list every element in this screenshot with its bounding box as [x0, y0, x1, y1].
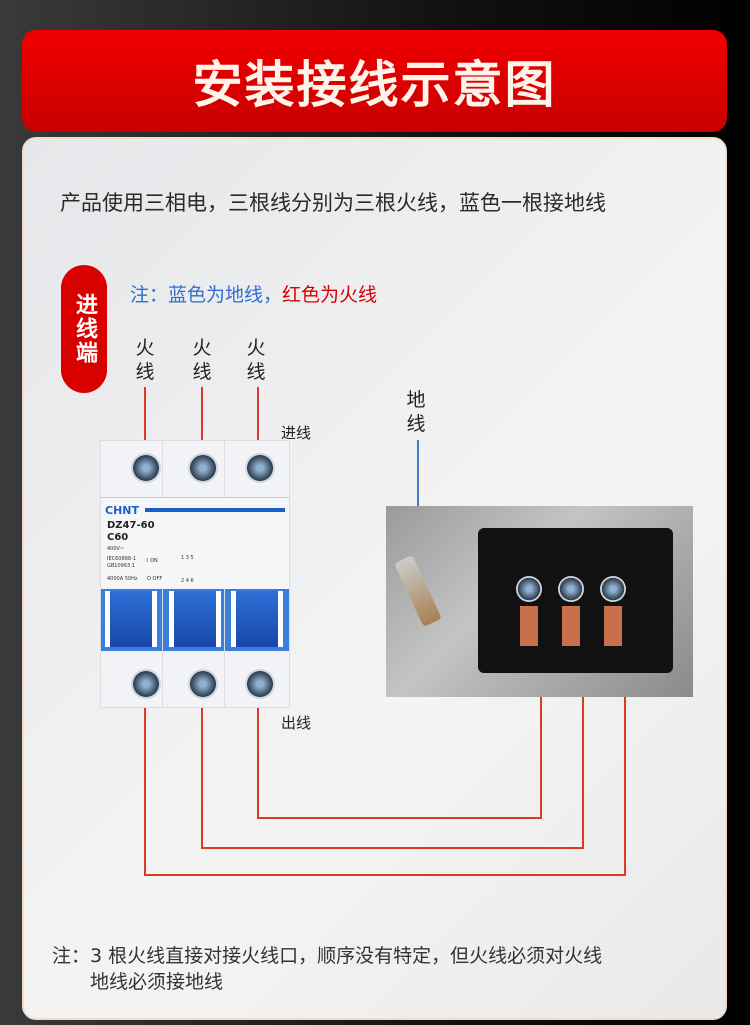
- screw-icon: [245, 453, 275, 483]
- bottom-terms: 2 4 6: [181, 578, 194, 584]
- note-prefix: 注：: [130, 284, 169, 306]
- note-red: 红色为火线: [282, 284, 378, 306]
- voltage: 400V~: [107, 546, 125, 552]
- model: DZ47-60: [107, 520, 155, 531]
- live-wire-out-2: [201, 640, 584, 849]
- footer-note: 注：3 根火线直接对接火线口，顺序没有特定，但火线必须对火线 地线必须接地线: [52, 943, 602, 995]
- terminal-block-photo: [386, 506, 693, 697]
- terminal-block: [478, 528, 673, 673]
- in-label: 进线: [281, 424, 312, 442]
- breaker-handle[interactable]: [169, 591, 221, 647]
- spec: 4000A 50Hz: [107, 576, 138, 582]
- breaker-handle[interactable]: [231, 591, 283, 647]
- brand: CHNT: [105, 504, 139, 517]
- inlet-badge: 进线端: [61, 265, 107, 393]
- live-label-2: 火线: [192, 337, 212, 383]
- live-wire-out-3: [257, 640, 542, 819]
- live-label-3: 火线: [246, 337, 266, 383]
- note-blue: 蓝色为地线，: [168, 284, 283, 306]
- ground-label: 地线: [406, 389, 426, 435]
- page-title: 安装接线示意图: [192, 56, 557, 114]
- std1: IEC60898-1: [107, 556, 137, 562]
- screw-icon: [188, 669, 218, 699]
- top-terms: 1 3 5: [181, 555, 194, 561]
- std2: GB10963.1: [107, 563, 135, 569]
- screw-icon: [245, 669, 275, 699]
- live-wire-out-1: [144, 640, 626, 876]
- footer-line-2: 地线必须接地线: [90, 971, 224, 993]
- on-label: I ON: [147, 558, 158, 564]
- off-label: O OFF: [147, 576, 163, 582]
- screw-icon: [188, 453, 218, 483]
- ground-lug: [394, 555, 442, 627]
- color-note: 注：蓝色为地线，红色为火线: [130, 280, 377, 307]
- title-banner: 安装接线示意图: [22, 30, 727, 132]
- circuit-breaker: CHNT DZ47-60 C60 400V~ IEC60898-1 GB1096…: [100, 440, 290, 708]
- breaker-handle[interactable]: [105, 591, 157, 647]
- rating: C60: [107, 532, 129, 543]
- footer-line-1: 注：3 根火线直接对接火线口，顺序没有特定，但火线必须对火线: [52, 945, 603, 967]
- out-label: 出线: [281, 714, 312, 732]
- screw-icon: [131, 669, 161, 699]
- live-label-1: 火线: [135, 337, 155, 383]
- screw-icon: [131, 453, 161, 483]
- subtitle: 产品使用三相电，三根线分别为三根火线，蓝色一根接地线: [60, 191, 606, 215]
